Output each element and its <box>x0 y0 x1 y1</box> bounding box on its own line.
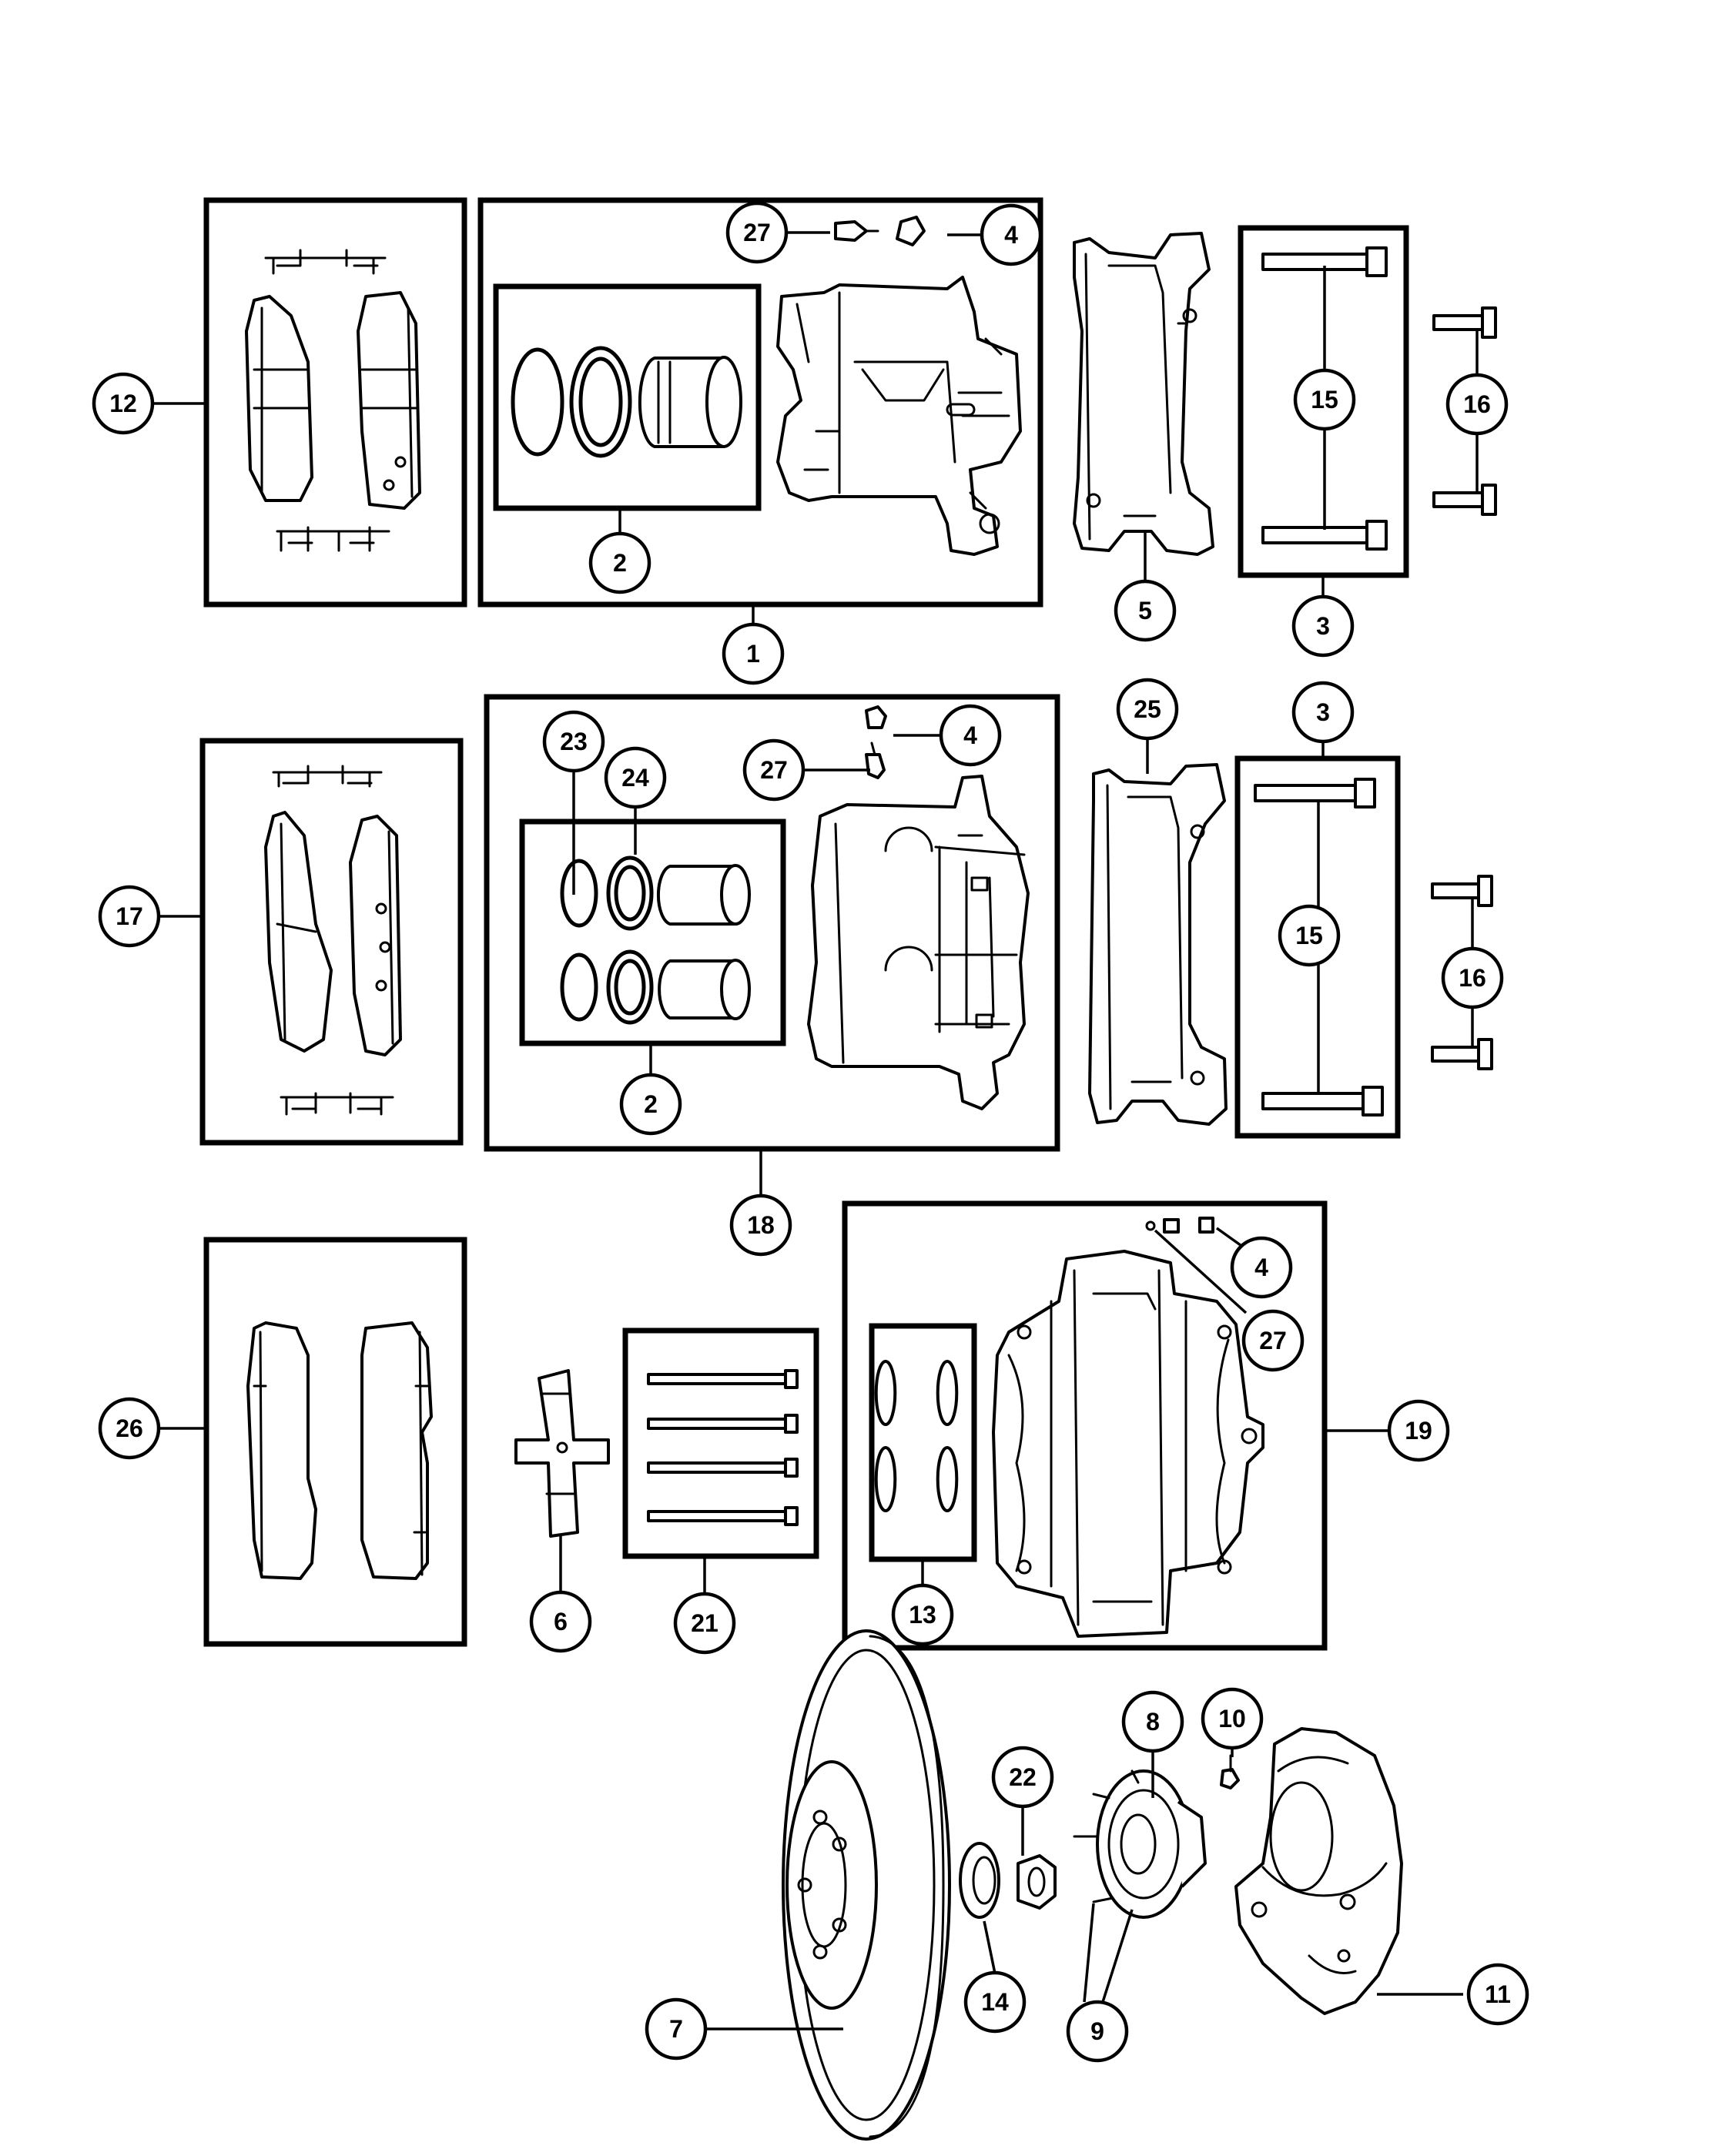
svg-text:4: 4 <box>1004 221 1018 249</box>
hub-nut-22 <box>1017 1854 1057 1910</box>
callout-15-mid: 15 <box>1278 904 1341 967</box>
caliper-assembly-box-18 <box>484 694 1060 1152</box>
caliper-bracket-25 <box>1088 763 1228 1126</box>
callout-10: 10 <box>1201 1687 1264 1750</box>
svg-text:18: 18 <box>747 1211 775 1239</box>
callout-14: 14 <box>963 1970 1027 2034</box>
callout-2-top: 2 <box>588 531 651 594</box>
callout-25: 25 <box>1116 678 1179 741</box>
svg-text:2: 2 <box>644 1090 658 1118</box>
callout-3-mid: 3 <box>1291 681 1355 744</box>
callout-4-bottom: 4 <box>1230 1236 1293 1299</box>
dust-cap-14 <box>959 1842 1000 1919</box>
callout-15-top: 15 <box>1293 368 1356 431</box>
svg-text:12: 12 <box>109 390 137 417</box>
pad-box-26 <box>203 1237 467 1647</box>
svg-text:16: 16 <box>1459 964 1486 992</box>
svg-text:27: 27 <box>743 219 771 246</box>
svg-text:13: 13 <box>909 1601 936 1629</box>
svg-text:1: 1 <box>746 640 760 668</box>
svg-text:14: 14 <box>981 1988 1009 2016</box>
callout-19: 19 <box>1387 1399 1450 1462</box>
bolt-10 <box>1220 1754 1240 1789</box>
callout-6: 6 <box>529 1590 592 1653</box>
svg-text:27: 27 <box>760 756 788 784</box>
svg-text:17: 17 <box>116 902 143 930</box>
spring-clip-6 <box>514 1369 610 1538</box>
callout-23: 23 <box>542 710 605 773</box>
svg-text:19: 19 <box>1405 1417 1432 1445</box>
svg-text:16: 16 <box>1463 390 1491 418</box>
splash-shield-11 <box>1234 1727 1403 2015</box>
svg-text:7: 7 <box>669 2015 683 2043</box>
callout-27-mid: 27 <box>742 738 806 802</box>
svg-text:25: 25 <box>1134 695 1161 723</box>
callout-13: 13 <box>891 1583 954 1646</box>
svg-text:22: 22 <box>1009 1763 1037 1791</box>
svg-text:4: 4 <box>963 721 977 749</box>
svg-text:23: 23 <box>560 728 588 755</box>
callout-9: 9 <box>1066 2000 1129 2063</box>
callout-27-bottom: 27 <box>1241 1309 1305 1372</box>
pin-kit-box-21 <box>622 1327 819 1559</box>
svg-text:3: 3 <box>1316 612 1330 640</box>
rotor-7 <box>782 1629 951 2141</box>
svg-text:3: 3 <box>1316 698 1330 726</box>
callout-26: 26 <box>98 1397 161 1460</box>
callout-16-top: 16 <box>1445 373 1509 436</box>
pin-kit-box-3-top <box>1238 225 1409 578</box>
bolts-16-mid <box>1431 875 1493 1070</box>
pin-kit-box-3-mid <box>1234 755 1401 1139</box>
svg-text:27: 27 <box>1259 1327 1287 1354</box>
callout-16-mid: 16 <box>1441 946 1504 1009</box>
svg-text:21: 21 <box>691 1609 718 1637</box>
svg-text:5: 5 <box>1138 597 1152 624</box>
callout-11: 11 <box>1466 1963 1529 2026</box>
callout-27-top: 27 <box>725 201 789 264</box>
hub-bearing-8 <box>1073 1769 1207 1919</box>
svg-text:15: 15 <box>1295 922 1323 949</box>
callout-22: 22 <box>991 1746 1054 1809</box>
callout-21: 21 <box>673 1592 736 1655</box>
pad-kit-box-17 <box>199 738 464 1146</box>
svg-text:24: 24 <box>621 764 649 792</box>
callout-7: 7 <box>645 1997 708 2061</box>
callout-17: 17 <box>98 885 161 948</box>
svg-text:8: 8 <box>1146 1708 1160 1736</box>
callout-18: 18 <box>729 1194 792 1257</box>
svg-text:9: 9 <box>1090 2017 1104 2045</box>
caliper-bracket-5 <box>1073 232 1214 556</box>
bolts-16-top <box>1432 306 1497 516</box>
svg-text:11: 11 <box>1485 1980 1511 2008</box>
svg-text:2: 2 <box>613 549 627 577</box>
callout-5: 5 <box>1114 579 1177 642</box>
callout-2-mid: 2 <box>619 1073 682 1136</box>
svg-text:6: 6 <box>554 1608 568 1635</box>
svg-text:26: 26 <box>116 1414 143 1442</box>
svg-text:10: 10 <box>1218 1705 1246 1732</box>
callout-24: 24 <box>604 746 667 809</box>
caliper-assembly-box-1 <box>477 197 1043 608</box>
callout-3-top: 3 <box>1291 594 1355 658</box>
callout-4-top: 4 <box>980 203 1043 266</box>
callout-12: 12 <box>92 372 155 435</box>
callout-4-mid: 4 <box>939 704 1002 767</box>
callout-8: 8 <box>1121 1690 1184 1753</box>
leader-lines <box>149 231 1479 2030</box>
callout-1: 1 <box>722 622 785 685</box>
caliper-assembly-box-19 <box>842 1200 1328 1651</box>
svg-text:15: 15 <box>1311 386 1338 413</box>
svg-text:4: 4 <box>1254 1254 1268 1281</box>
pad-kit-box-12 <box>203 197 467 608</box>
